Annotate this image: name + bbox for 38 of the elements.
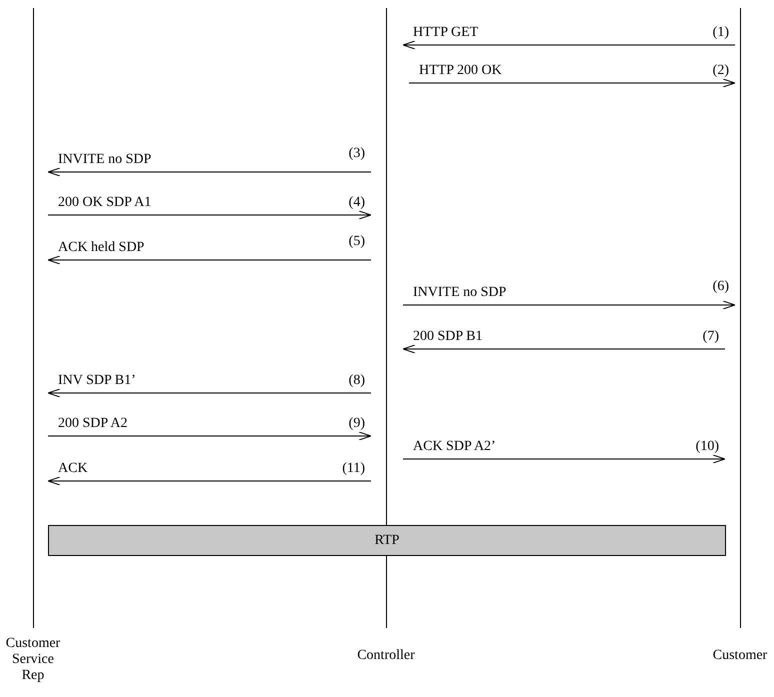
message-arrow [402, 300, 736, 310]
message-label: INV SDP B1’ [58, 373, 136, 389]
message-label: ACK [58, 461, 88, 477]
message-arrow [408, 78, 736, 88]
sequence-number: (1) [712, 25, 729, 41]
message-label: 200 OK SDP A1 [58, 195, 152, 211]
message-label: INVITE no SDP [58, 152, 152, 168]
message-label: ACK SDP A2’ [413, 439, 496, 455]
media-stream-bar [48, 525, 726, 556]
message-label: 200 SDP B1 [413, 329, 483, 345]
sequence-number: (11) [342, 461, 365, 477]
message-arrow [402, 454, 726, 464]
message-arrow [48, 388, 372, 398]
message-arrow [402, 40, 736, 50]
sequence-number: (7) [702, 329, 719, 345]
bar-label: RTP [374, 532, 400, 548]
message-arrow [48, 210, 372, 220]
sequence-number: (10) [696, 439, 719, 455]
sequence-number: (8) [348, 373, 365, 389]
message-label: 200 SDP A2 [58, 416, 128, 432]
message-label: INVITE no SDP [413, 285, 506, 301]
sequence-number: (2) [712, 63, 729, 79]
sequence-number: (6) [712, 279, 729, 295]
message-arrow [48, 476, 372, 486]
participant-label: Customer Service Rep [4, 636, 62, 684]
message-arrow [48, 432, 372, 440]
sequence-number: (5) [348, 234, 365, 250]
sequence-number: (3) [348, 146, 365, 162]
message-arrow [402, 344, 726, 354]
message-label: HTTP 200 OK [419, 63, 502, 79]
message-arrow [48, 256, 372, 264]
message-label: HTTP GET [413, 25, 478, 41]
sequence-number: (9) [348, 416, 365, 432]
sequence-number: (4) [348, 195, 365, 211]
message-label: ACK held SDP [58, 240, 144, 256]
participant-label: Customer [712, 648, 768, 664]
participant-label: Controller [356, 648, 416, 664]
message-arrow [48, 168, 372, 176]
